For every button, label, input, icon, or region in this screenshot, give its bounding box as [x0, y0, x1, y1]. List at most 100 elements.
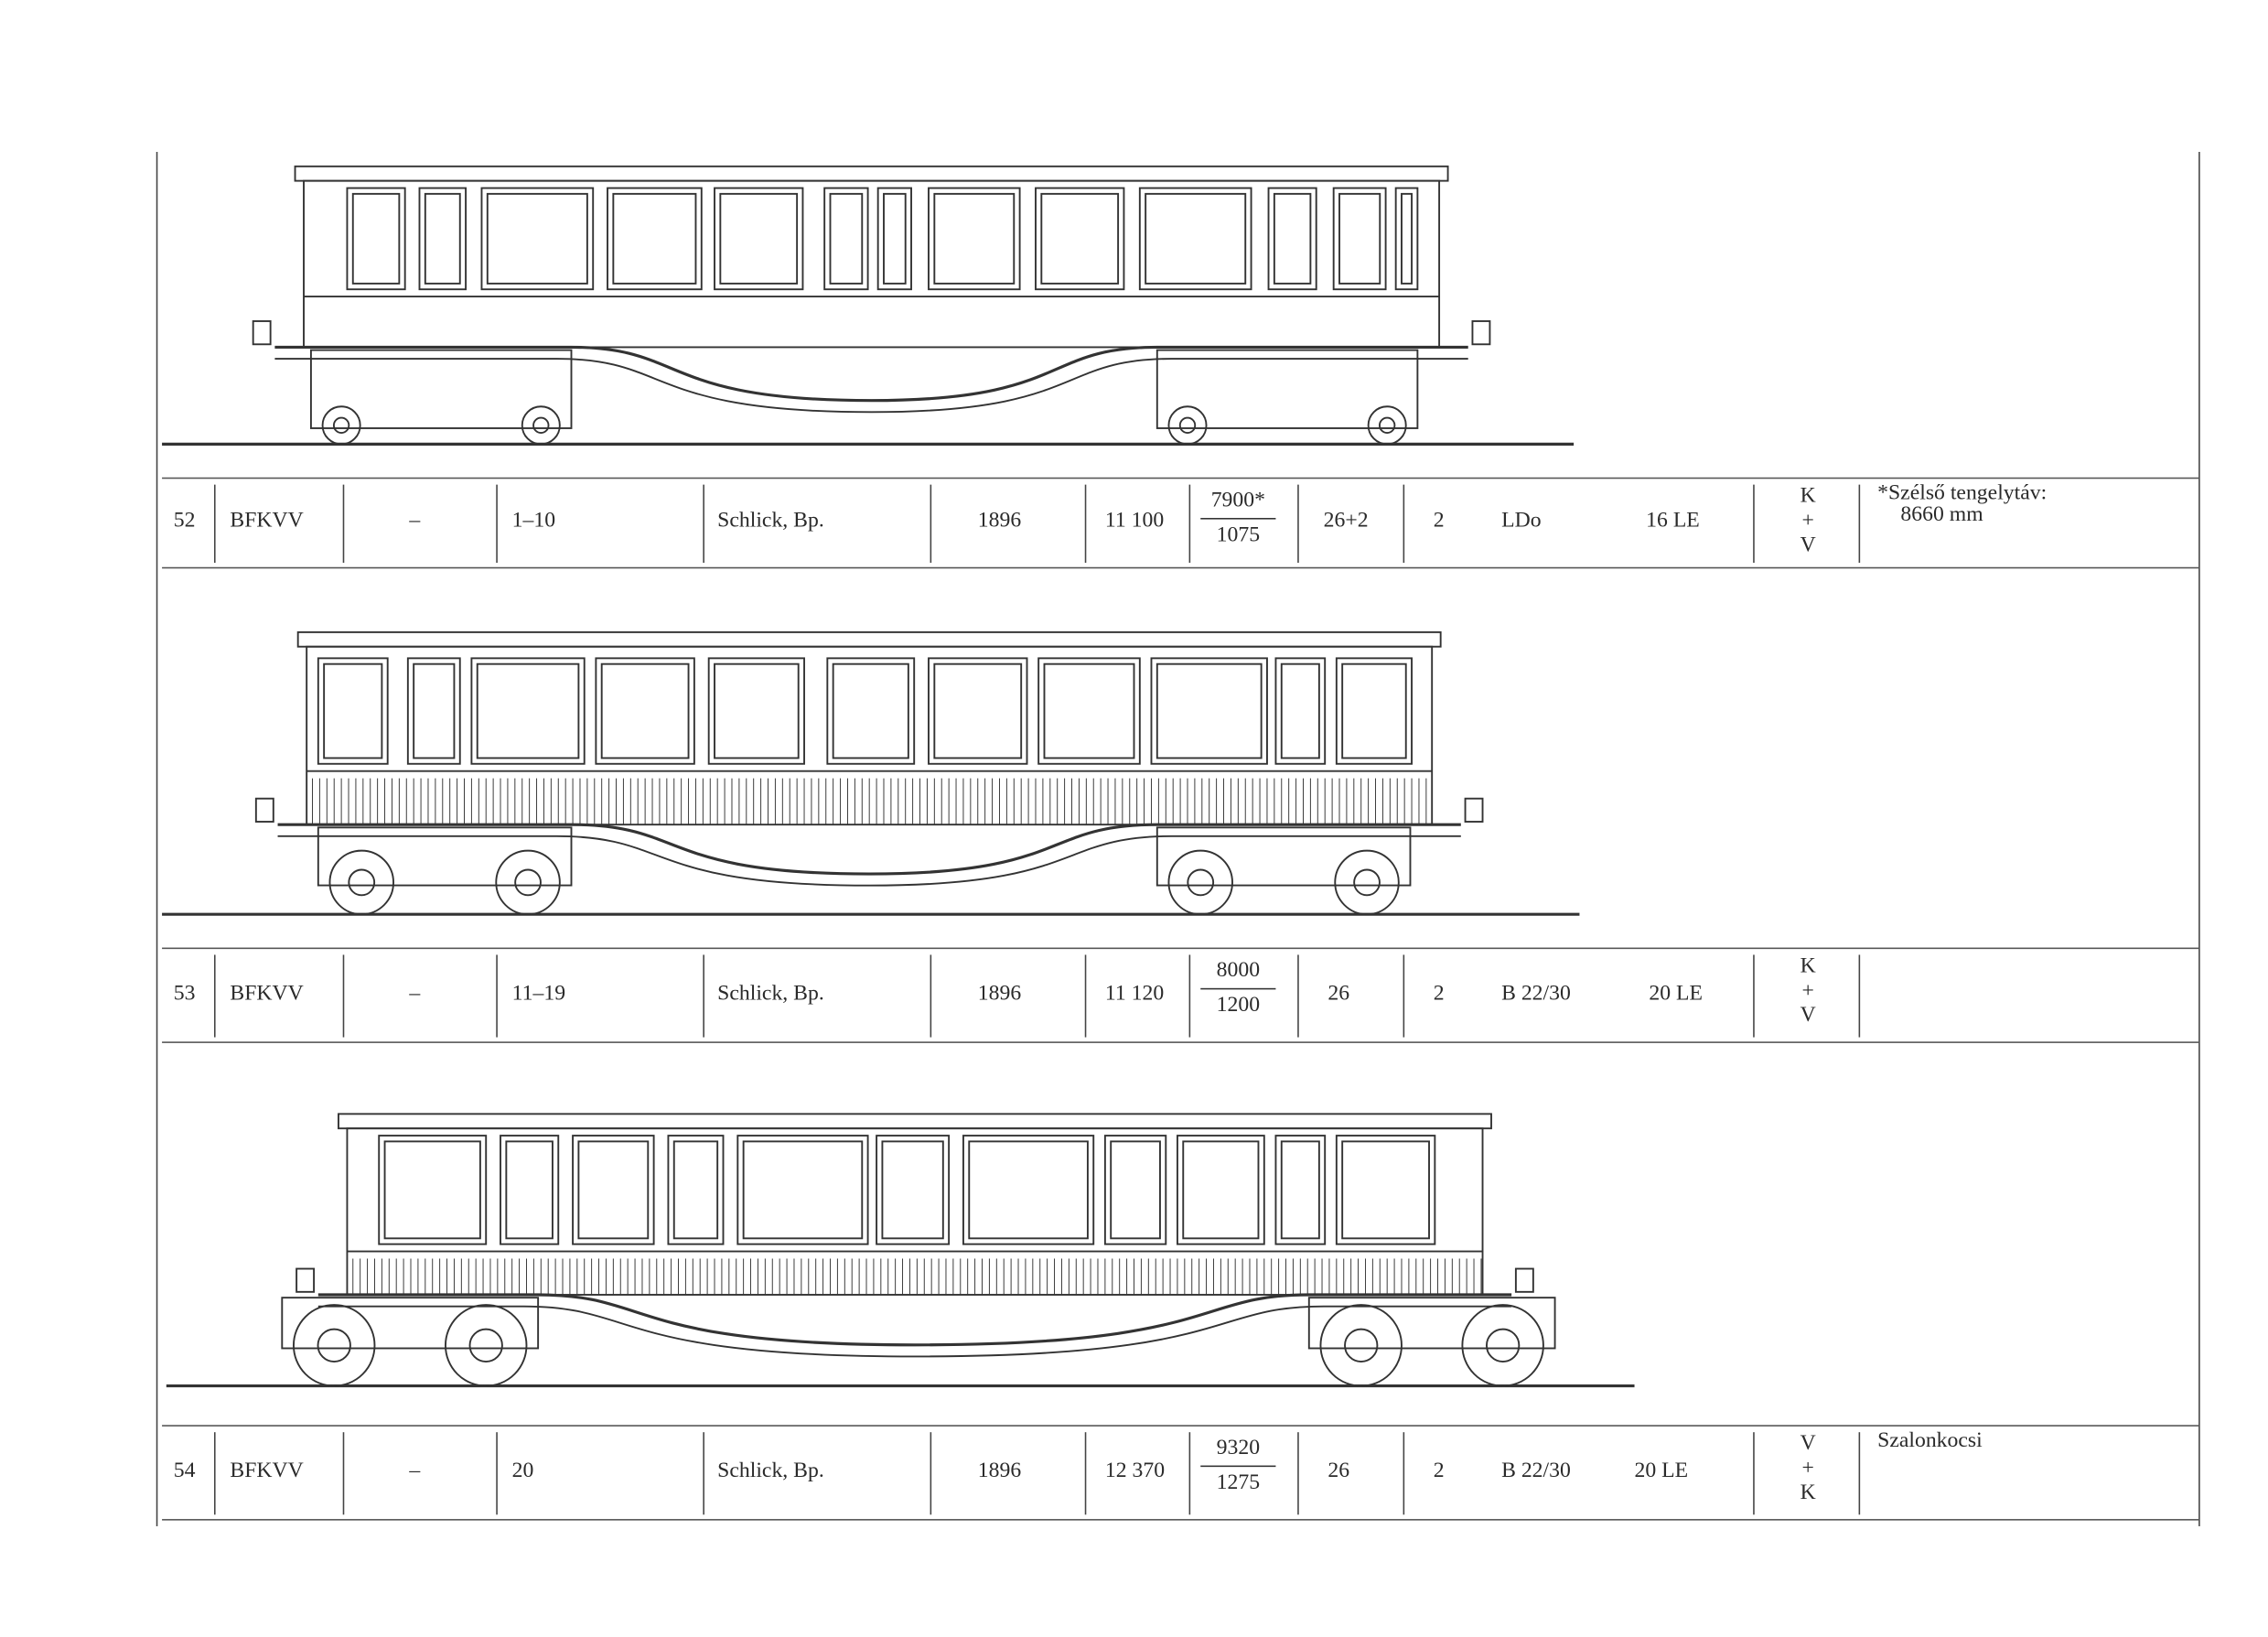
note: Szalonkocsi — [1877, 1430, 1983, 1453]
column-divider — [703, 1432, 704, 1515]
window — [346, 187, 406, 291]
window-pane — [1040, 192, 1120, 285]
car-type: BFKVV — [230, 1459, 304, 1482]
window — [317, 657, 389, 765]
car-number: 54 — [173, 1459, 196, 1482]
window-pane — [1273, 192, 1312, 285]
note: *Szélső tengelytáv:8660 mm — [1877, 482, 2047, 526]
wheel-hub — [1178, 416, 1197, 434]
column-divider — [496, 1432, 498, 1515]
window-pane — [1401, 192, 1413, 285]
column-divider — [930, 1432, 932, 1515]
row-top-rule — [162, 1425, 2199, 1427]
window — [1176, 1135, 1265, 1245]
window-pane — [600, 662, 690, 759]
window — [1035, 187, 1125, 291]
wheelbase: 9320 — [1216, 1436, 1261, 1460]
manufacturer: Schlick, Bp. — [717, 981, 824, 1006]
column-divider — [1297, 954, 1299, 1038]
seats: 26 — [1327, 981, 1350, 1006]
wheel — [495, 849, 561, 916]
buffer — [252, 320, 272, 346]
wheel — [1167, 849, 1233, 916]
window-pane — [486, 192, 588, 285]
window-pane — [719, 192, 799, 285]
window-pane — [1155, 662, 1263, 759]
fleet-numbers: 20 — [511, 1459, 534, 1482]
bogie-frame — [1155, 826, 1412, 887]
row-bottom-rule — [162, 566, 2199, 569]
wheel — [521, 405, 561, 446]
brake-top: K — [1800, 484, 1816, 508]
right-border — [2198, 152, 2200, 1526]
column-divider — [213, 484, 216, 564]
wheel-hub — [1344, 1328, 1379, 1362]
window-pane — [968, 1140, 1089, 1240]
column-divider — [1403, 954, 1405, 1038]
wheel-hub — [514, 868, 542, 897]
wheel-hub — [332, 416, 350, 434]
column-divider — [703, 484, 704, 564]
window — [876, 187, 912, 291]
window-pane — [1182, 1140, 1260, 1240]
fraction-bar — [1200, 987, 1276, 990]
wheel-hub — [1187, 868, 1215, 897]
window-pane — [1043, 662, 1135, 759]
brake-type: K+V — [1793, 485, 1822, 559]
window — [928, 187, 1021, 291]
window — [876, 1135, 951, 1245]
window-pane — [577, 1140, 650, 1240]
window — [667, 1135, 725, 1245]
window-pane — [424, 192, 461, 285]
window — [1150, 657, 1268, 765]
wheel — [292, 1304, 376, 1387]
buffer — [296, 1267, 316, 1293]
column-divider — [930, 484, 932, 564]
car-body — [303, 179, 1441, 349]
motor-count: 2 — [1433, 1459, 1445, 1482]
wheel-hub — [1353, 868, 1381, 897]
window-pane — [881, 1140, 944, 1240]
old-number: – — [409, 981, 421, 1006]
wheel-hub — [1486, 1328, 1521, 1362]
window-pane — [1145, 192, 1247, 285]
wheel — [1319, 1304, 1403, 1387]
column-divider — [1858, 1432, 1861, 1515]
car-number: 53 — [173, 981, 196, 1006]
bogie-frame — [317, 826, 573, 887]
brake-plus: + — [1801, 509, 1814, 533]
wheel-hub — [1379, 416, 1396, 434]
underframe — [277, 823, 1461, 876]
window-pane — [933, 192, 1016, 285]
window-pane — [1110, 1140, 1161, 1240]
buffer — [1464, 797, 1484, 823]
motor-type: B 22/30 — [1501, 1459, 1571, 1482]
fleet-numbers: 1–10 — [511, 509, 556, 533]
column-divider — [1188, 1432, 1191, 1515]
window — [1394, 187, 1419, 291]
old-number: – — [409, 509, 421, 533]
window — [406, 657, 461, 765]
brake-plus: + — [1801, 979, 1814, 1003]
window-pane — [476, 662, 580, 759]
window — [480, 187, 595, 291]
window — [1274, 1135, 1327, 1245]
window — [470, 657, 586, 765]
column-divider — [1188, 954, 1191, 1038]
window-pane — [1341, 662, 1407, 759]
column-divider — [213, 954, 216, 1038]
window — [1274, 657, 1327, 765]
wheel — [1334, 849, 1400, 916]
year: 1896 — [977, 509, 1022, 533]
brake-top: K — [1800, 954, 1816, 978]
window — [1037, 657, 1141, 765]
window-pane — [883, 192, 907, 285]
car-number: 52 — [173, 509, 196, 533]
bogie-frame — [1155, 349, 1419, 429]
floor-height: 1200 — [1216, 994, 1261, 1018]
bogie-frame — [1307, 1297, 1556, 1350]
wheel — [444, 1304, 528, 1387]
brake-type: K+V — [1793, 954, 1822, 1029]
